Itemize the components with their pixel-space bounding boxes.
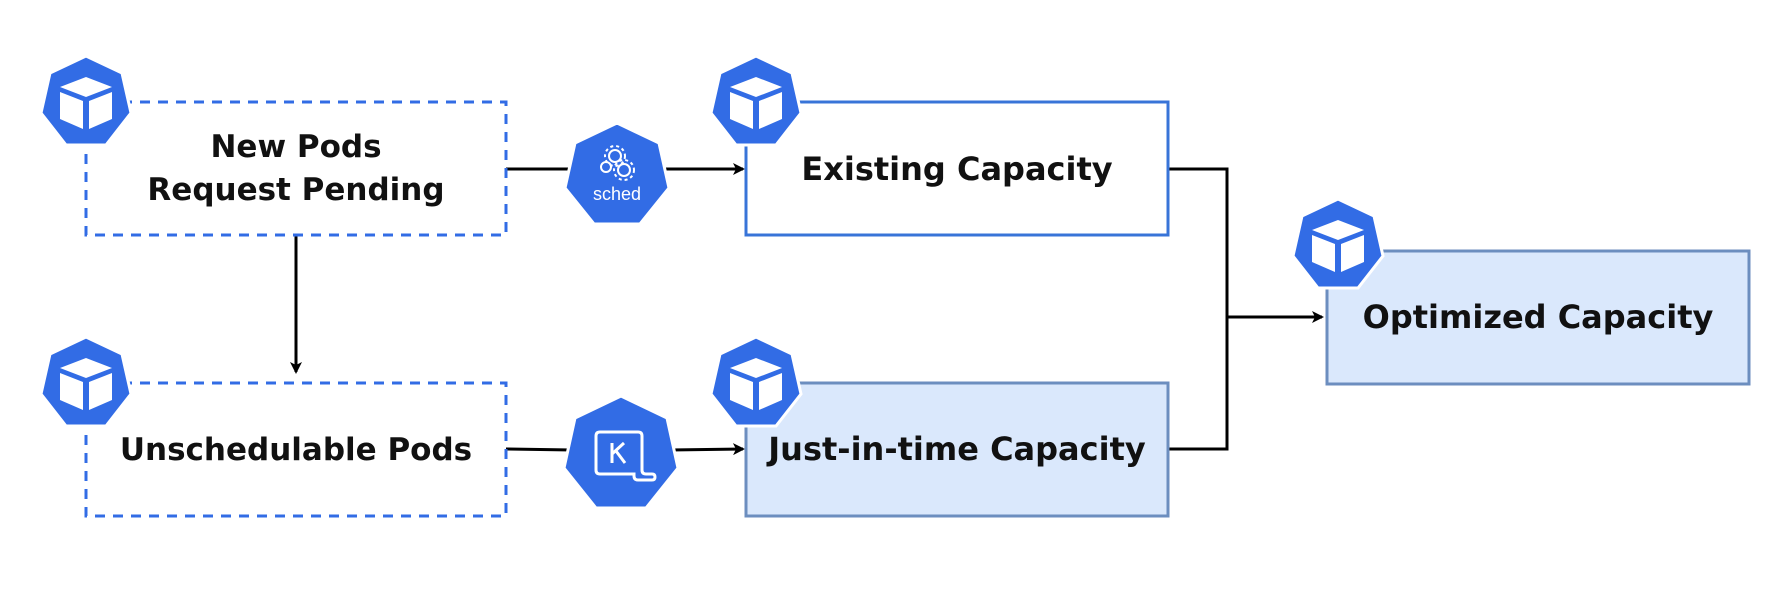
pod-cube-icon (709, 335, 803, 428)
connectors (290, 163, 1324, 456)
sched-label: sched (593, 184, 641, 204)
node-just-in-time-capacity: Just-in-time Capacity (709, 335, 1170, 518)
optimized-label: Optimized Capacity (1363, 298, 1714, 336)
node-new-pods-request-pending: New Pods Request Pending (39, 54, 508, 237)
existing-box (744, 100, 1170, 237)
existing-label: Existing Capacity (801, 150, 1112, 188)
new-pods-box (84, 100, 508, 237)
connector-unschedulable-to-karpenter (505, 447, 573, 452)
connector-existing-to-merge (1168, 167, 1229, 451)
connector-karpenter-to-jit (669, 443, 745, 456)
pod-cube-icon (39, 54, 133, 147)
node-existing-capacity: Existing Capacity (709, 54, 1170, 237)
optimized-box (1325, 249, 1751, 386)
jit-label: Just-in-time Capacity (766, 430, 1146, 468)
unschedulable-label: Unschedulable Pods (120, 432, 472, 468)
pod-cube-icon (709, 54, 803, 147)
unschedulable-box (84, 381, 508, 518)
pod-cube-icon (1291, 197, 1385, 290)
karpenter-icon (562, 394, 680, 510)
new-pods-label-line2: Request Pending (147, 172, 444, 208)
node-optimized-capacity: Optimized Capacity (1291, 197, 1751, 386)
kube-scheduler-icon: sched (563, 121, 671, 226)
jit-box (744, 381, 1170, 518)
new-pods-label-line1: New Pods (210, 129, 381, 165)
pod-cube-icon (39, 335, 133, 428)
node-unschedulable-pods: Unschedulable Pods (39, 335, 508, 518)
